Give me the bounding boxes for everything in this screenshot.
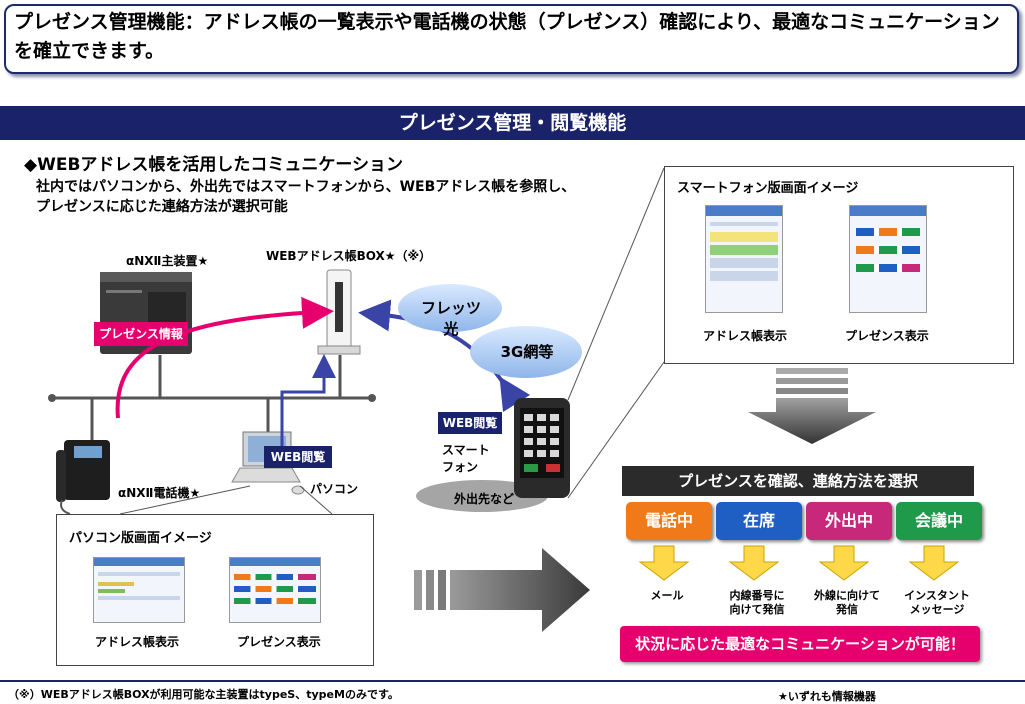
big-right-arrow [414, 548, 590, 632]
headline: プレゼンス管理機能：アドレス帳の一覧表示や電話機の状態（プレゼンス）確認により、… [14, 11, 1000, 62]
footnote: （※）WEBアドレス帳BOXが利用可能な主装置はtypeS、typeMのみです。 [8, 688, 399, 701]
pc-address-screenshot [93, 557, 185, 623]
pc-web-view-arrow [280, 354, 336, 446]
smartphone-icon [514, 398, 570, 498]
status-busy: 電話中 [626, 502, 712, 540]
sp-address-screenshot [705, 205, 783, 313]
pc-label: パソコン [310, 482, 359, 496]
pc-web-view-tag: WEB閲覧 [264, 446, 332, 468]
action-out-line-2: 発信 [836, 603, 858, 616]
status-out: 外出中 [806, 502, 892, 540]
sp-caption-address: アドレス帳表示 [703, 329, 788, 343]
select-method-banner: プレゼンスを確認、連絡方法を選択 [622, 466, 974, 496]
status-present: 在席 [716, 502, 802, 540]
section-title: ◆WEBアドレス帳を活用したコミュニケーション [24, 155, 404, 175]
action-busy: メール [612, 589, 722, 603]
lan-lines [48, 355, 376, 440]
action-out: 外線に向けて 発信 [792, 589, 902, 617]
sp-presence-screenshot [849, 205, 927, 313]
smartphone-label-line-2: フォン [442, 460, 479, 474]
pc-caption-presence: プレゼンス表示 [237, 635, 321, 649]
presence-info-tag: プレゼンス情報 [94, 322, 188, 346]
smartphone-label-line-1: スマート [442, 443, 490, 457]
phone-label: αNXⅡ電話機★ [118, 486, 201, 500]
web-box-icon [317, 269, 361, 355]
desk-phone-icon [56, 440, 110, 515]
smartphone-label: スマート フォン [442, 442, 490, 476]
sp-caption-presence: プレゼンス表示 [845, 329, 929, 343]
pc-caption-address: アドレス帳表示 [95, 635, 180, 649]
action-meeting-line-1: インスタント [904, 589, 970, 602]
section-description: 社内ではパソコンから、外出先ではスマートフォンから、WEBアドレス帳を参照し、 … [36, 177, 575, 217]
title-band [0, 106, 1025, 140]
action-present: 内線番号に 向けて発信 [702, 589, 812, 617]
action-busy-line-1: メール [650, 589, 684, 602]
flets-cloud [398, 284, 502, 332]
mobile-network-label: 3G網等 [500, 343, 554, 361]
action-out-line-1: 外線に向けて [814, 589, 880, 602]
description-line-1: 社内ではパソコンから、外出先ではスマートフォンから、WEBアドレス帳を参照し、 [36, 179, 576, 195]
main-unit-label: αNXⅡ主装置★ [126, 254, 209, 268]
headline-box [4, 4, 1019, 74]
flets-label: フレッツ光 [420, 299, 481, 338]
action-present-line-1: 内線番号に [729, 589, 785, 602]
bottom-rule [0, 680, 1025, 682]
sp-panel-title: スマートフォン版画面イメージ [677, 181, 859, 196]
sp-web-view-tag: WEB閲覧 [438, 412, 502, 434]
action-meeting: インスタント メッセージ [882, 589, 992, 617]
big-down-arrow [748, 368, 876, 444]
pc-presence-screenshot [229, 557, 321, 623]
action-arrows [638, 545, 960, 581]
result-banner: 状況に応じた最適なコミュニケーションが可能！ [620, 626, 980, 662]
pc-panel-title: パソコン版画面イメージ [69, 531, 212, 546]
action-present-line-2: 向けて発信 [729, 603, 785, 616]
status-meeting: 会議中 [896, 502, 982, 540]
band-title: プレゼンス管理・閲覧機能 [398, 112, 627, 134]
pc-screen-panel: パソコン版画面イメージ アドレス帳表示 プレゼンス表示 [56, 514, 374, 666]
description-line-2: プレゼンスに応じた連絡方法が選択可能 [36, 199, 288, 215]
outside-label: 外出先など [454, 492, 515, 506]
mobile-cloud [470, 326, 582, 378]
info-note: ★いずれも情報機器 [778, 690, 876, 703]
web-box-label: WEBアドレス帳BOX★（※） [266, 249, 432, 263]
smartphone-screen-panel: スマートフォン版画面イメージ アドレス帳表示 プレゼンス表示 [664, 166, 1014, 364]
action-meeting-line-2: メッセージ [909, 603, 965, 616]
